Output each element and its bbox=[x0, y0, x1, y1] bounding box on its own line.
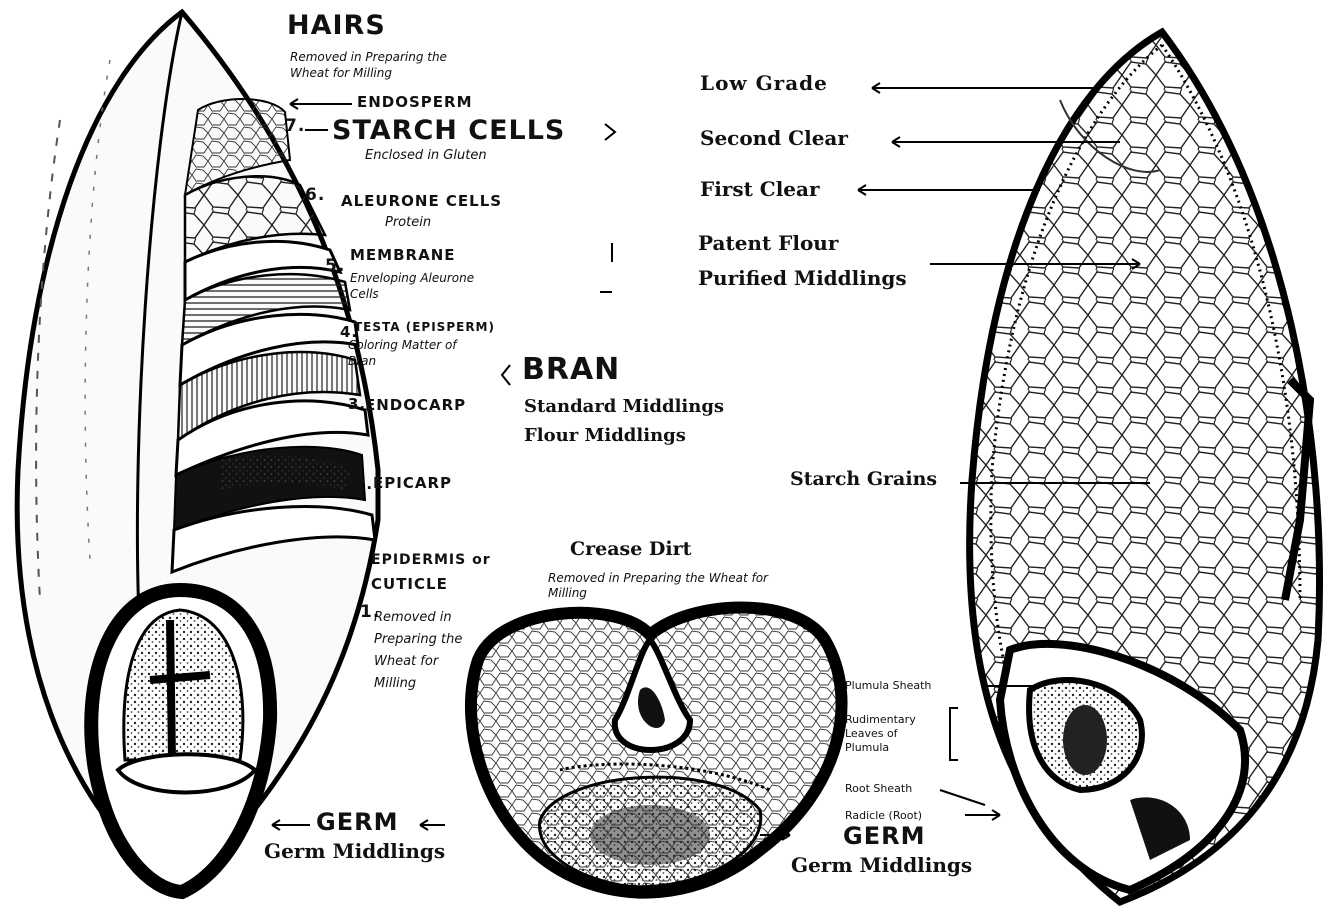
left-germ-title: GERM bbox=[316, 810, 398, 834]
plumula-sheath-label: Plumula Sheath bbox=[845, 679, 985, 693]
epicarp-title: EPICARP bbox=[373, 476, 452, 491]
hairs-note: Removed in Preparing the Wheat for Milli… bbox=[290, 49, 485, 81]
testa-title: TESTA (EPISPERM) bbox=[354, 321, 495, 333]
membrane-number: 5. bbox=[325, 258, 345, 275]
epicarp-number: 2. bbox=[355, 477, 373, 492]
crease-dirt-note: Removed in Preparing the Wheat for Milli… bbox=[548, 571, 778, 601]
epidermis-title-line2: CUTICLE bbox=[371, 577, 448, 592]
root-sheath-label: Root Sheath bbox=[845, 782, 945, 796]
middle-germ-sub: Germ Middlings bbox=[791, 855, 972, 875]
endocarp-title: ENDOCARP bbox=[365, 398, 466, 413]
aleurone-title: ALEURONE CELLS bbox=[341, 194, 502, 209]
left-grain-illustration bbox=[17, 12, 378, 895]
aleurone-note: Protein bbox=[385, 215, 465, 231]
left-germ-sub: Germ Middlings bbox=[264, 841, 445, 861]
patent-flour-label: Patent Flour bbox=[698, 233, 838, 253]
epidermis-title-line1: EPIDERMIS or bbox=[371, 553, 491, 567]
starch-cells-title: STARCH CELLS bbox=[332, 117, 565, 144]
purified-middlings-label: Purified Middlings bbox=[698, 268, 907, 288]
radicle-label: Radicle (Root) bbox=[845, 809, 975, 823]
membrane-note: Enveloping Aleurone Cells bbox=[350, 270, 500, 302]
low-grade-label: Low Grade bbox=[700, 73, 828, 93]
right-grain-illustration bbox=[970, 32, 1320, 902]
first-clear-label: First Clear bbox=[700, 179, 820, 199]
hairs-title: HAIRS bbox=[287, 12, 386, 39]
cross-section-illustration bbox=[471, 608, 842, 893]
rudimentary-leaves-label: Rudimentary Leaves of Plumula bbox=[845, 713, 945, 755]
endosperm-label: ENDOSPERM bbox=[357, 95, 473, 110]
second-clear-label: Second Clear bbox=[700, 128, 848, 148]
testa-note: Coloring Matter of Bran bbox=[348, 337, 483, 369]
bran-title: BRAN bbox=[522, 355, 620, 385]
bran-line2: Flour Middlings bbox=[524, 427, 686, 445]
starch-cells-number: 7. bbox=[285, 118, 305, 135]
aleurone-number: 6. bbox=[305, 187, 325, 204]
middle-germ-title: GERM bbox=[843, 824, 925, 848]
endocarp-number: 3. bbox=[348, 397, 366, 412]
epidermis-note: Removed in Preparing the Wheat for Milli… bbox=[374, 607, 474, 695]
starch-cells-note: Enclosed in Gluten bbox=[365, 148, 585, 164]
membrane-title: MEMBRANE bbox=[350, 248, 456, 263]
bran-line1: Standard Middlings bbox=[524, 398, 724, 416]
starch-grains-label: Starch Grains bbox=[790, 470, 937, 489]
crease-dirt-title: Crease Dirt bbox=[570, 540, 691, 559]
